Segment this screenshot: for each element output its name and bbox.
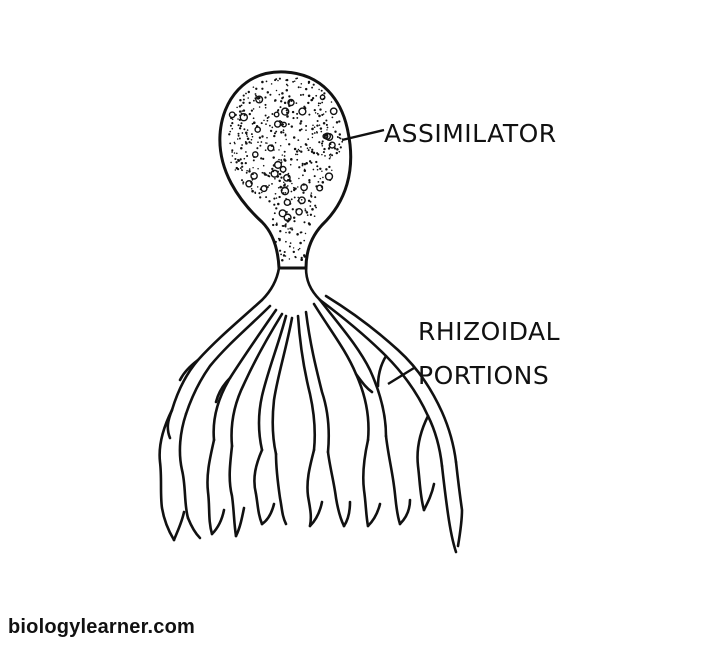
rhizoidal-label-line1: RHIZOIDAL [418,317,560,346]
rhizoidal-leader-line [388,368,414,384]
watermark: biologylearner.com [8,616,195,639]
assimilator-label: ASSIMILATOR [384,119,557,148]
rhizoidal-label-line2: PORTIONS [418,361,549,390]
rhizoidal-system [160,268,462,552]
